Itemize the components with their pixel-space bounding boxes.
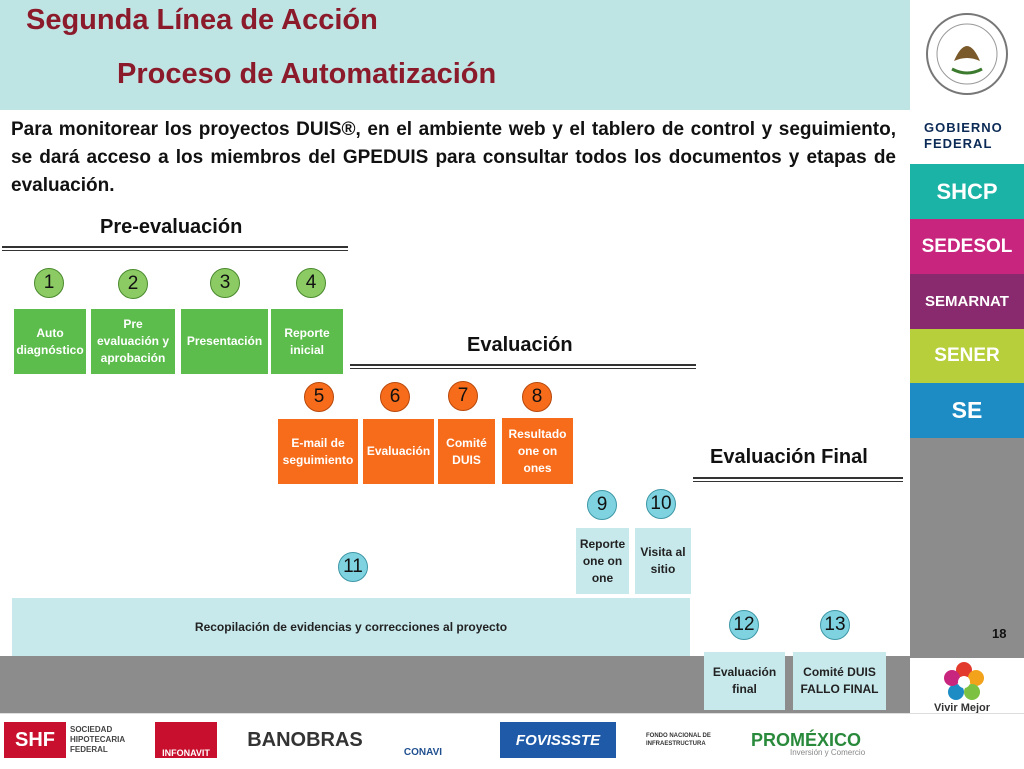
vivir-mejor-text: Vivir Mejor bbox=[934, 702, 991, 714]
step-number-11: 11 bbox=[338, 552, 368, 582]
step-number-13: 13 bbox=[820, 610, 850, 640]
step-box-pre-evaluacion[interactable]: Pre evaluación y aprobación bbox=[91, 309, 175, 374]
shf-logo-text: SOCIEDAD HIPOTECARIA FEDERAL bbox=[70, 725, 125, 754]
page-title: Segunda Línea de Acción bbox=[26, 4, 378, 36]
infonavit-logo: INFONAVIT bbox=[155, 722, 217, 758]
step-number-5: 5 bbox=[304, 382, 334, 412]
step-number-8: 8 bbox=[522, 382, 552, 412]
divider bbox=[350, 364, 696, 369]
title-banner bbox=[0, 0, 910, 110]
step-box-evaluacion-final[interactable]: Evaluación final bbox=[704, 652, 785, 710]
sener-logo: SENER bbox=[910, 329, 1024, 383]
step-box-recopilacion-evidencias[interactable]: Recopilación de evidencias y correccione… bbox=[12, 598, 690, 656]
step-number-6: 6 bbox=[380, 382, 410, 412]
shcp-logo: SHCP bbox=[910, 164, 1024, 219]
step-number-9: 9 bbox=[587, 490, 617, 520]
step-number-2: 2 bbox=[118, 269, 148, 299]
sidebar-gray-panel bbox=[910, 438, 1024, 658]
step-number-4: 4 bbox=[296, 268, 326, 298]
step-box-reporte-inicial[interactable]: Reporte inicial bbox=[271, 309, 343, 374]
mexico-seal-logo bbox=[910, 0, 1024, 108]
step-box-email-seguimiento[interactable]: E-mail de seguimiento bbox=[278, 419, 358, 484]
step-number-3: 3 bbox=[210, 268, 240, 298]
promexico-logo: PROMÉXICO bbox=[750, 729, 861, 750]
step-box-presentacion[interactable]: Presentación bbox=[181, 309, 268, 374]
fonadin-logo: FONDO NACIONAL DE INFRAESTRUCTURA bbox=[646, 733, 711, 747]
banobras-logo: BANOBRAS bbox=[247, 728, 363, 751]
step-number-1: 1 bbox=[34, 268, 64, 298]
divider bbox=[693, 477, 903, 482]
step-box-comite-fallo-final[interactable]: Comité DUIS FALLO FINAL bbox=[793, 652, 886, 710]
conavi-logo: CONAVI bbox=[403, 747, 443, 758]
intro-paragraph: Para monitorear los proyectos DUIS®, en … bbox=[11, 119, 896, 196]
step-box-auto-diagnostico[interactable]: Auto diagnóstico bbox=[14, 309, 86, 374]
step-number-10: 10 bbox=[646, 489, 676, 519]
divider bbox=[2, 246, 348, 251]
gobierno-federal-logo: GOBIERNO FEDERAL bbox=[910, 108, 1024, 164]
fovissste-logo: FOVISSSTE bbox=[500, 722, 616, 758]
section-evaluacion-final: Evaluación Final bbox=[710, 446, 868, 468]
step-number-12: 12 bbox=[729, 610, 759, 640]
step-number-7: 7 bbox=[448, 381, 478, 411]
shf-logo: SHF bbox=[4, 722, 66, 758]
step-box-resultado-one-on-ones[interactable]: Resultado one on ones bbox=[502, 418, 573, 484]
page-number: 18 bbox=[992, 626, 1007, 641]
section-pre-evaluacion: Pre-evaluación bbox=[100, 216, 243, 238]
se-logo: SE bbox=[910, 383, 1024, 438]
flower-icon bbox=[944, 662, 984, 700]
sedesol-logo: SEDESOL bbox=[910, 219, 1024, 274]
eagle-seal-icon bbox=[926, 13, 1008, 95]
step-box-reporte-one-on-one[interactable]: Reporte one on one bbox=[576, 528, 629, 594]
section-evaluacion: Evaluación bbox=[467, 334, 573, 356]
promexico-subtitle: Inversión y Comercio bbox=[790, 748, 866, 757]
vivir-mejor-logo: Vivir Mejor bbox=[910, 658, 1024, 720]
step-box-visita-al-sitio[interactable]: Visita al sitio bbox=[635, 528, 691, 594]
step-box-comite-duis[interactable]: Comité DUIS bbox=[438, 419, 495, 484]
page-subtitle: Proceso de Automatización bbox=[117, 58, 497, 90]
semarnat-logo: SEMARNAT bbox=[910, 274, 1024, 329]
step-box-evaluacion[interactable]: Evaluación bbox=[363, 419, 434, 484]
